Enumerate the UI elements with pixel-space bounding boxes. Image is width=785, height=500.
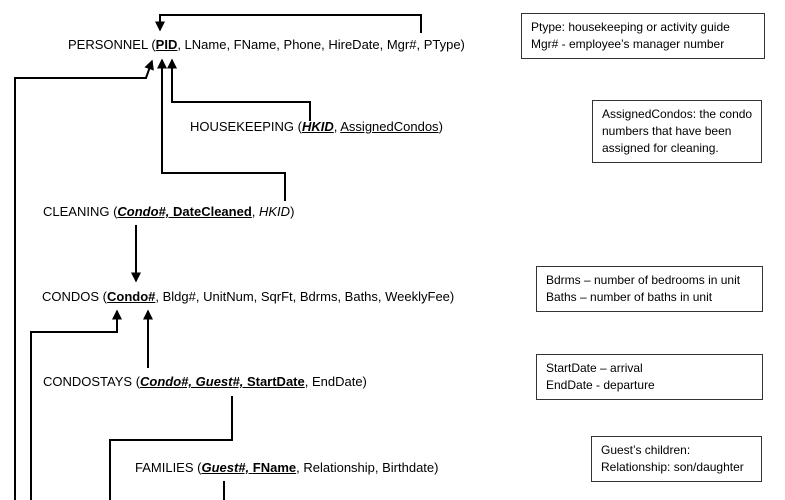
relation-segment: FName [252, 460, 297, 475]
relation-segment: , Bldg#, UnitNum, SqrFt, Bdrms, Baths, W… [155, 289, 455, 304]
relation-segment: Guest#, [201, 460, 253, 475]
connector-condostays-guest-to-offscreen [109, 396, 233, 500]
relation-segment: PERSONNEL ( [68, 37, 156, 52]
relation-personnel: PERSONNEL (PID, LName, FName, Phone, Hir… [68, 36, 465, 54]
relation-segment: FAMILIES ( [135, 460, 202, 475]
relation-segment: CONDOS ( [42, 289, 107, 304]
relation-segment: ) [438, 119, 443, 134]
relation-segment: Condo#, Guest#, [140, 374, 247, 389]
relation-segment: , EndDate) [304, 374, 367, 389]
relation-segment: , Relationship, Birthdate) [296, 460, 439, 475]
note-line: AssignedCondos: the condo [602, 107, 753, 121]
relation-segment: ) [290, 204, 295, 219]
relation-segment: , [251, 204, 259, 219]
relation-cleaning: CLEANING (Condo#, DateCleaned, HKID) [43, 203, 294, 221]
note-line: numbers that have been [602, 124, 732, 138]
relation-segment: HKID [301, 119, 334, 134]
note-startdate-enddate: StartDate – arrival EndDate - departure [536, 354, 763, 400]
connector-housekeeping-hkid-to-pid [167, 58, 311, 121]
note-line: assigned for cleaning. [602, 141, 719, 155]
relation-families: FAMILIES (Guest#, FName, Relationship, B… [135, 459, 438, 477]
note-line: Baths – number of baths in unit [546, 290, 713, 304]
note-line: Bdrms – number of bedrooms in unit [546, 273, 741, 287]
relation-housekeeping: HOUSEKEEPING (HKID, AssignedCondos) [190, 118, 443, 136]
relation-segment: , [333, 119, 341, 134]
connector-cleaning-hkid-to-pid [157, 58, 286, 201]
connector-offscreen-bottom-to-condos [30, 309, 122, 500]
note-line: Guest’s children: [601, 443, 691, 457]
relation-condos: CONDOS (Condo#, Bldg#, UnitNum, SqrFt, B… [42, 288, 454, 306]
note-bdrms-baths: Bdrms – number of bedrooms in unit Baths… [536, 266, 763, 312]
connector-mgr-to-pid [155, 14, 422, 33]
relation-segment: DateCleaned [173, 204, 252, 219]
relation-segment: , LName, FName, Phone, HireDate, Mgr#, P… [177, 37, 465, 52]
relation-segment: CLEANING ( [43, 204, 118, 219]
relation-segment: StartDate [246, 374, 305, 389]
connector-offscreen-left-to-pid [14, 59, 154, 500]
note-line: Relationship: son/daughter [601, 460, 744, 474]
relation-segment: AssignedCondos [340, 119, 439, 134]
note-line: Mgr# - employee’s manager number [531, 37, 725, 51]
note-guests-children: Guest’s children: Relationship: son/daug… [591, 436, 762, 482]
relation-segment: Condo#, [117, 204, 174, 219]
note-line: Ptype: housekeeping or activity guide [531, 20, 730, 34]
relation-condostays: CONDOSTAYS (Condo#, Guest#, StartDate, E… [43, 373, 367, 391]
relation-segment: Condo# [107, 289, 156, 304]
note-line: EndDate - departure [546, 378, 655, 392]
note-ptype-mgr: Ptype: housekeeping or activity guide Mg… [521, 13, 765, 59]
note-line: StartDate – arrival [546, 361, 643, 375]
relation-segment: PID [155, 37, 178, 52]
relation-segment: HKID [259, 204, 291, 219]
note-assignedcondos: AssignedCondos: the condo numbers that h… [592, 100, 762, 163]
relation-segment: CONDOSTAYS ( [43, 374, 141, 389]
relation-segment: HOUSEKEEPING ( [190, 119, 302, 134]
